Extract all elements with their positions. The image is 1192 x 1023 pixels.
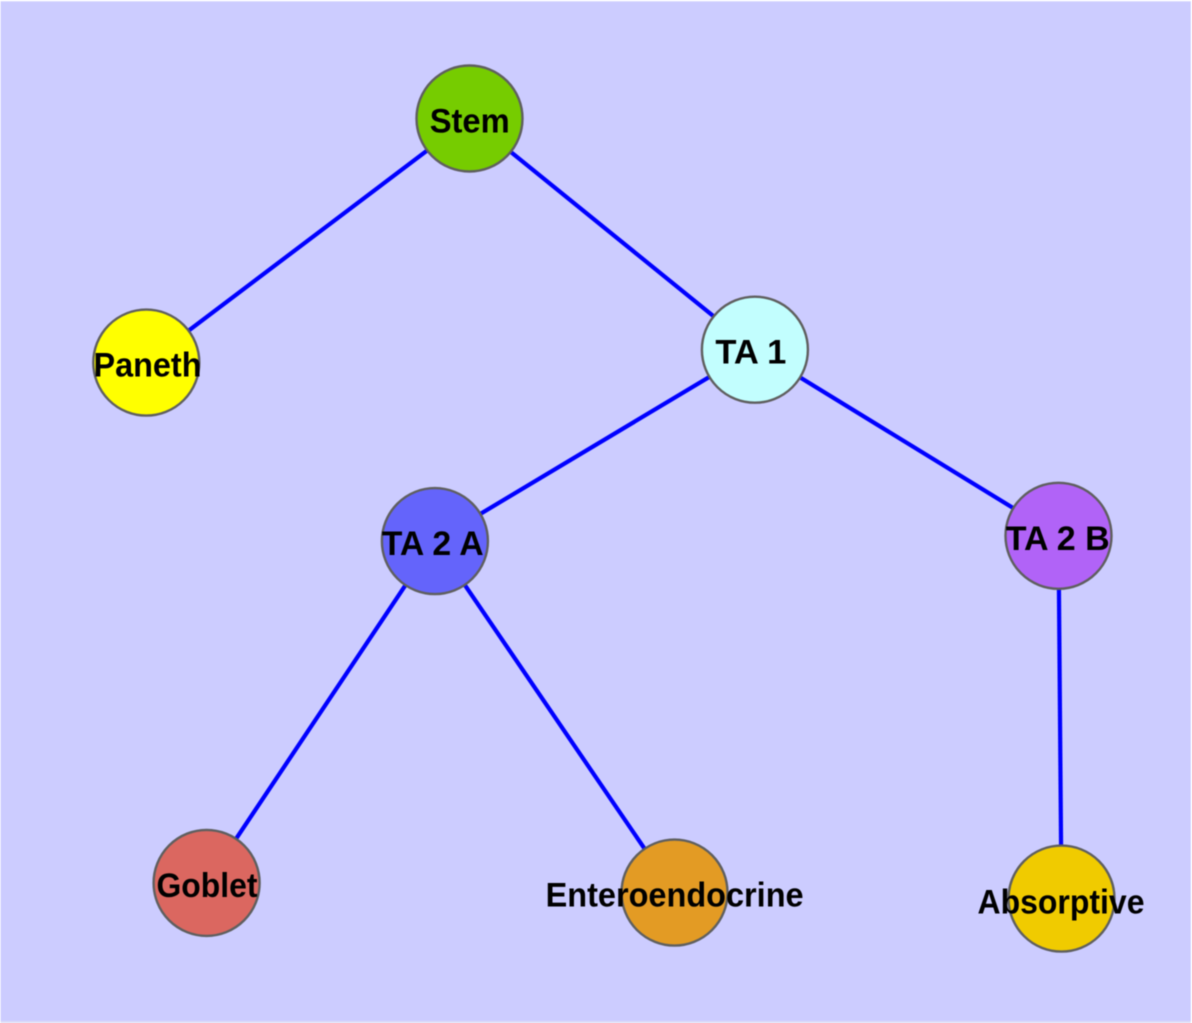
svg-text:Absorptive: Absorptive bbox=[978, 883, 1145, 921]
svg-text:TA 2 A: TA 2 A bbox=[382, 525, 484, 563]
svg-text:TA 1: TA 1 bbox=[715, 333, 786, 371]
svg-text:TA 2 B: TA 2 B bbox=[1006, 520, 1110, 558]
svg-text:Enteroendocrine: Enteroendocrine bbox=[546, 876, 804, 914]
svg-text:Paneth: Paneth bbox=[94, 346, 202, 384]
svg-text:Goblet: Goblet bbox=[157, 867, 258, 905]
svg-text:Stem: Stem bbox=[430, 103, 510, 141]
